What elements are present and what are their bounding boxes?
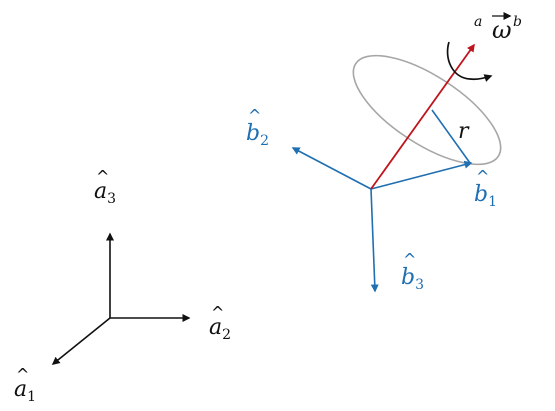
- spin-axis-arrow: [370, 43, 475, 190]
- a2-hat: ^: [211, 303, 224, 322]
- a2-label-base: a: [209, 315, 222, 340]
- rotation-direction-arrow: [446, 41, 493, 82]
- radius-label: r: [458, 119, 470, 144]
- a2-label-sub: 2: [222, 327, 231, 343]
- b3-hat: ^: [403, 250, 416, 269]
- a1-label-base: a: [14, 377, 27, 402]
- b1-axis-arrow: [370, 160, 473, 190]
- a1-axis-arrow: [51, 317, 111, 365]
- omega-post-superscript: b: [513, 14, 522, 30]
- body-frame-b: b1 ^ b2 ^ b3 ^: [246, 106, 497, 293]
- omega-pre-superscript: a: [474, 14, 482, 30]
- b2-label-base: b: [246, 121, 260, 146]
- a3-label: a3: [94, 179, 116, 207]
- b3-label-sub: 3: [415, 277, 424, 293]
- inertial-frame-a: a1 ^ a2 ^ a3 ^: [14, 167, 231, 405]
- b1-label-sub: 1: [488, 194, 497, 210]
- b2-axis-arrow: [291, 147, 372, 190]
- spin-disk-ellipse: [352, 54, 502, 166]
- b2-label: b2: [246, 121, 269, 149]
- a2-label: a2: [209, 315, 231, 343]
- a1-hat: ^: [16, 365, 29, 384]
- radius-line: [431, 109, 471, 164]
- b1-label: b1: [474, 182, 497, 210]
- b3-axis-arrow: [370, 188, 379, 293]
- omega-symbol: ω: [492, 16, 512, 44]
- b2-hat: ^: [248, 106, 261, 125]
- a1-label-sub: 1: [27, 389, 36, 405]
- b1-hat: ^: [476, 167, 489, 186]
- a3-label-sub: 3: [107, 191, 116, 207]
- a1-label: a1: [14, 377, 36, 405]
- b2-label-sub: 2: [260, 133, 269, 149]
- angular-velocity-label: a ω b: [474, 12, 522, 44]
- a3-hat: ^: [96, 167, 109, 186]
- b3-label-base: b: [401, 265, 415, 290]
- a3-label-base: a: [94, 179, 107, 204]
- b3-label: b3: [401, 265, 424, 293]
- b1-label-base: b: [474, 182, 488, 207]
